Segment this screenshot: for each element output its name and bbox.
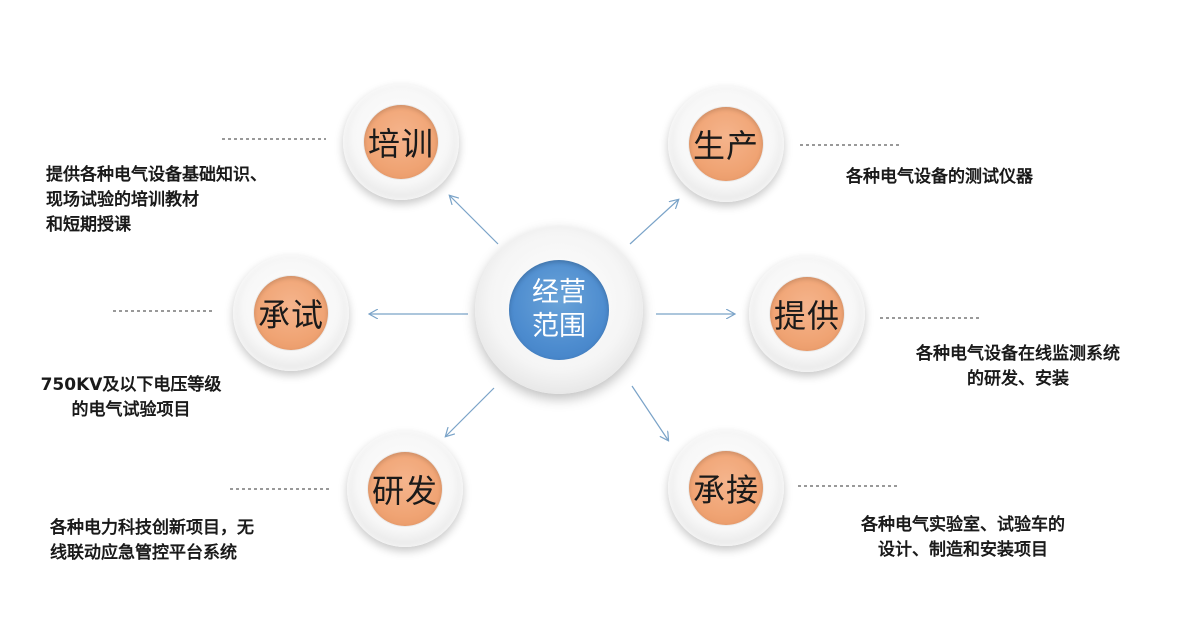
node-rnd-label: 研发	[371, 472, 438, 510]
node-training-core: 培训	[364, 105, 438, 179]
center-label: 经营 范围	[532, 277, 586, 342]
node-contract: 承接	[668, 430, 784, 546]
node-testing: 承试	[233, 255, 349, 371]
node-production-core: 生产	[689, 107, 763, 181]
desc-testing: 750KV及以下电压等级 的电气试验项目	[40, 375, 222, 420]
center-node-core: 经营 范围	[509, 260, 609, 360]
desc-rnd: 各种电力科技创新项目，无 线联动应急管控平台系统	[50, 518, 254, 563]
node-contract-core: 承接	[689, 451, 763, 525]
node-training: 培训	[343, 84, 459, 200]
desc-contract: 各种电气实验室、试验车的 设计、制造和安装项目	[861, 515, 1065, 560]
node-production-label: 生产	[692, 127, 759, 165]
node-rnd-core: 研发	[368, 452, 442, 526]
arrow-to-rnd	[446, 387, 495, 436]
desc-supply: 各种电气设备在线监测系统 的研发、安装	[916, 344, 1120, 389]
node-testing-core: 承试	[254, 276, 328, 350]
arrow-to-production	[629, 200, 678, 245]
node-rnd: 研发	[347, 431, 463, 547]
node-testing-label: 承试	[257, 296, 324, 334]
node-contract-label: 承接	[692, 471, 759, 509]
node-supply: 提供	[749, 256, 865, 372]
node-supply-core: 提供	[770, 277, 844, 351]
arrow-to-contract	[631, 385, 668, 440]
center-node: 经营 范围	[475, 226, 643, 394]
arrow-to-training	[450, 196, 499, 245]
desc-production: 各种电气设备的测试仪器	[846, 167, 1033, 187]
desc-training: 提供各种电气设备基础知识、 现场试验的培训教材 和短期授课	[46, 165, 267, 235]
node-production: 生产	[668, 86, 784, 202]
node-supply-label: 提供	[773, 297, 840, 335]
node-training-label: 培训	[367, 125, 434, 163]
